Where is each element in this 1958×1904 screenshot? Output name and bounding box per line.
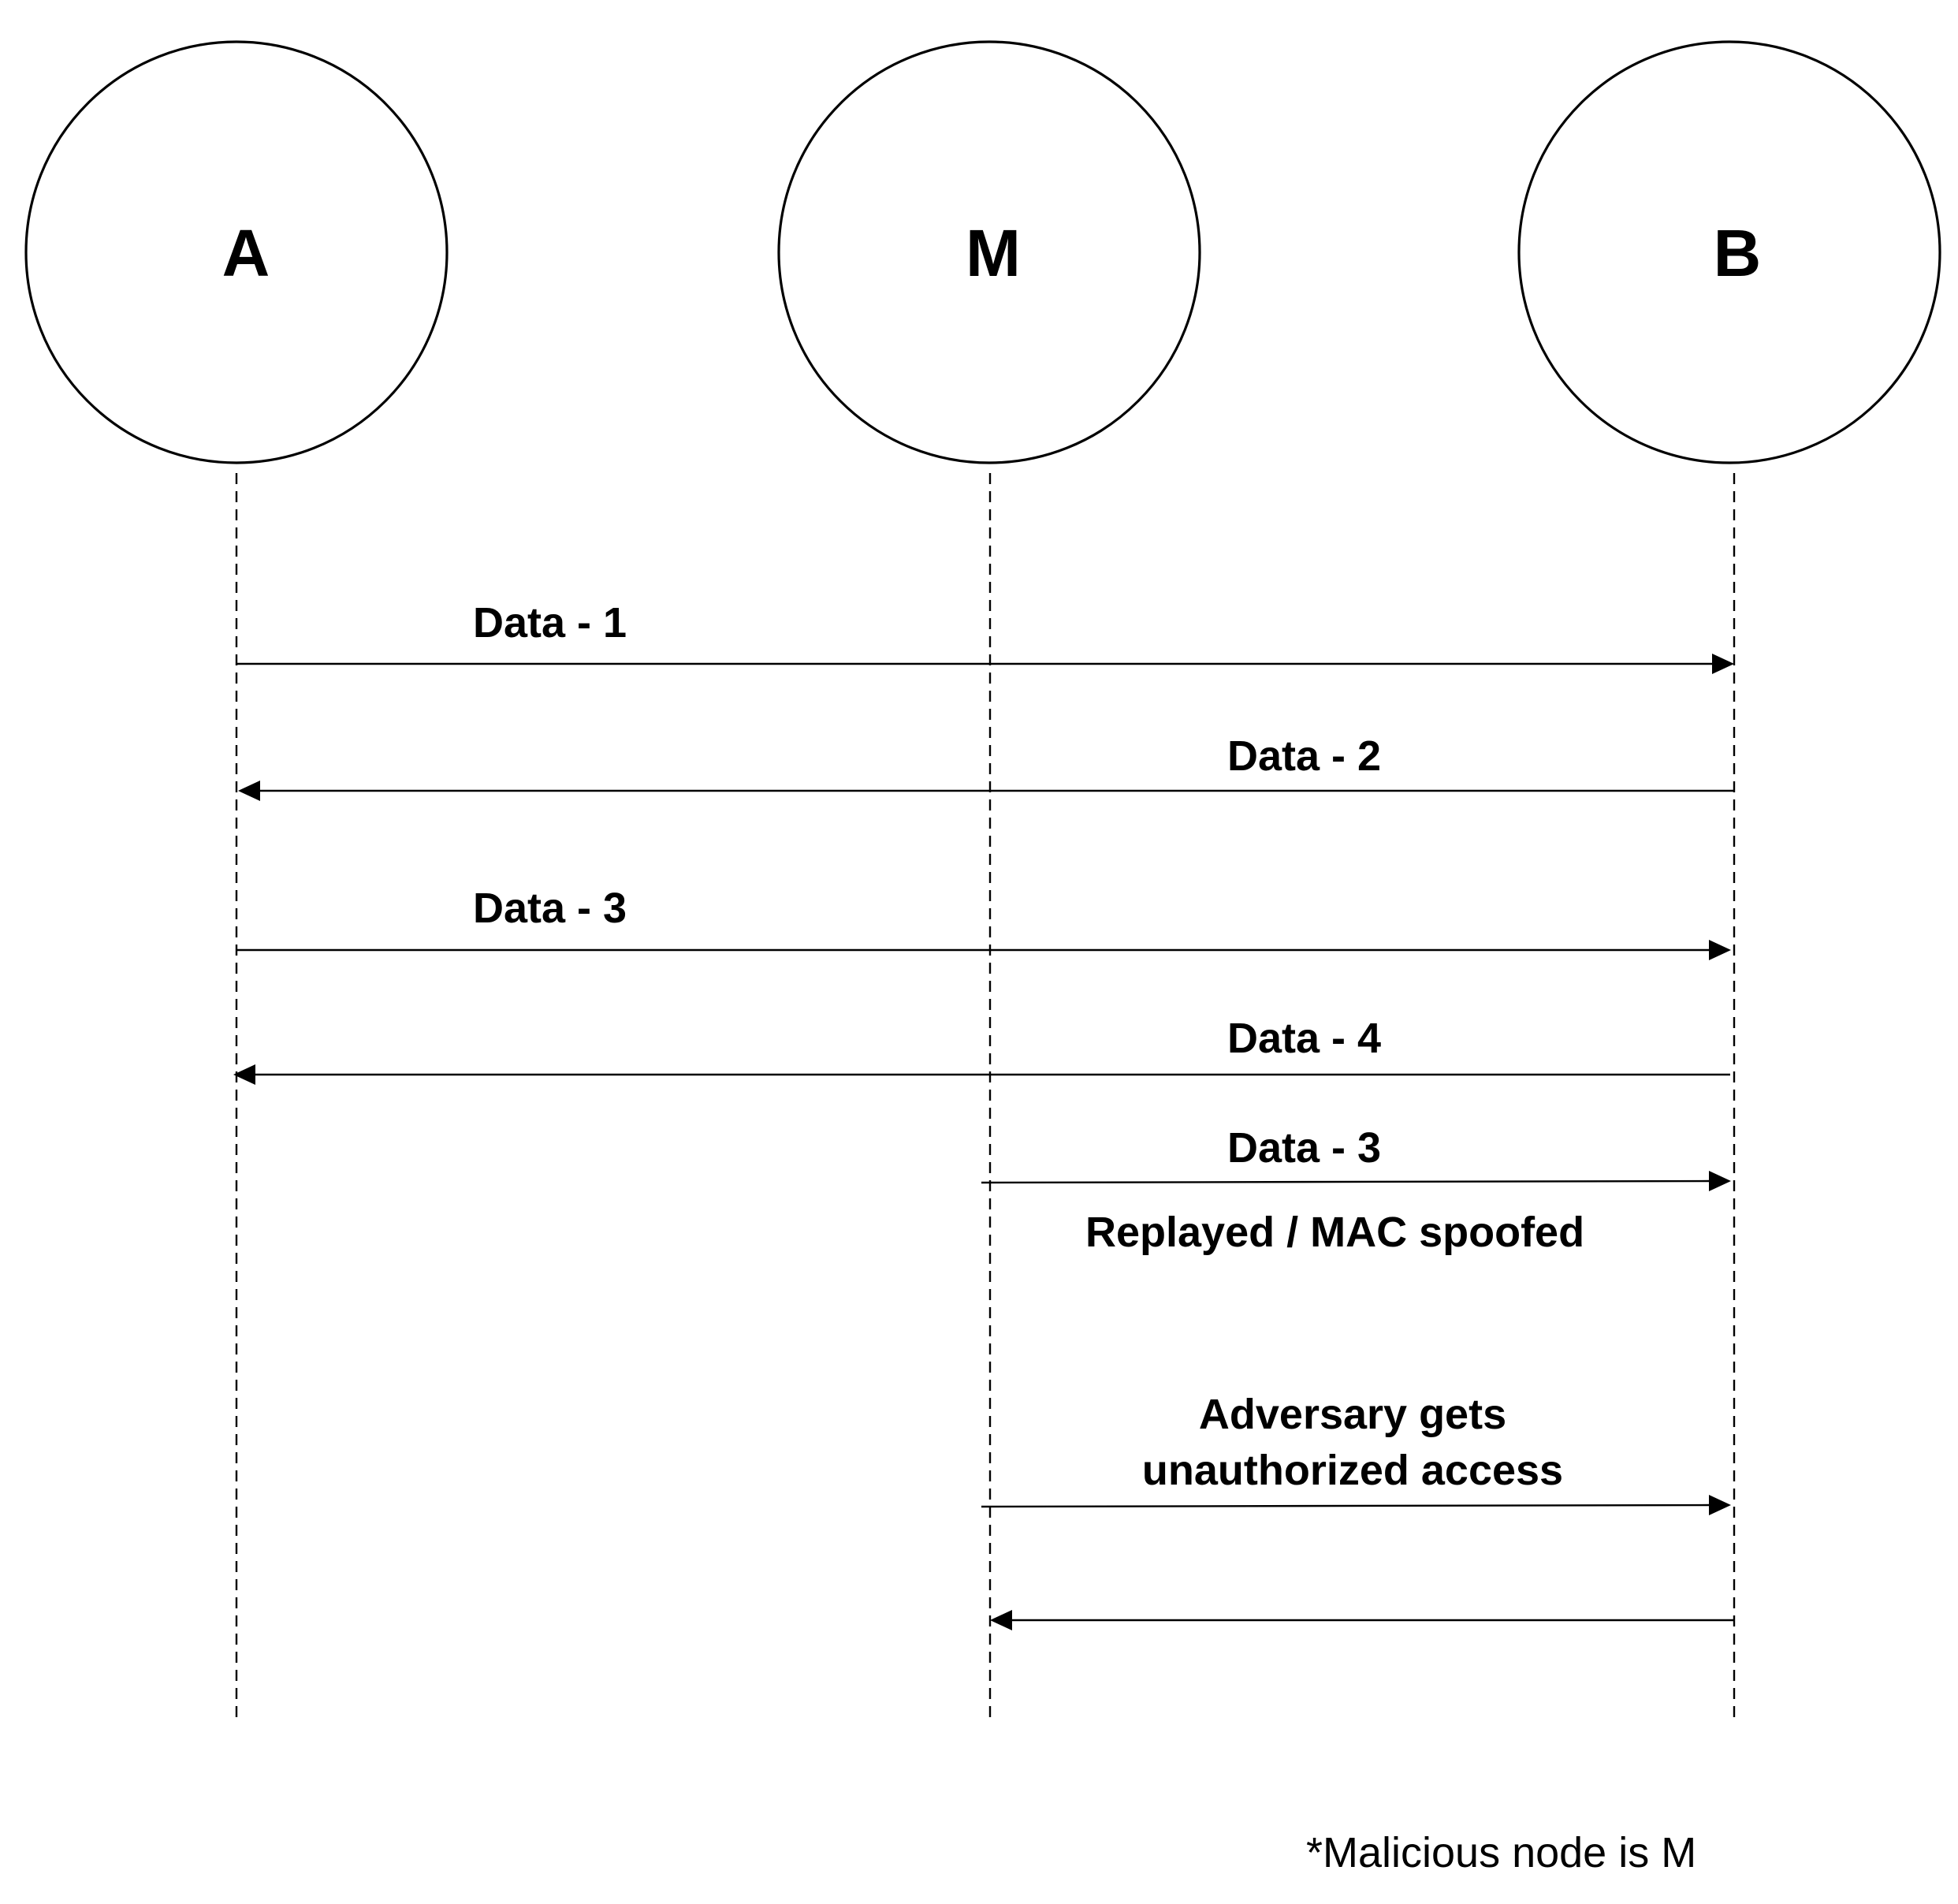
message-data-2: Data - 2 [238, 732, 1734, 801]
arrowhead-left-icon [233, 1064, 255, 1085]
message-data-4: Data - 4 [233, 1015, 1730, 1085]
node-m-circle [777, 40, 1201, 464]
node-m: M [777, 40, 1201, 464]
arrowhead-right-icon [1712, 654, 1734, 674]
node-b: B [1517, 40, 1941, 464]
arrowhead-right-icon [1709, 1171, 1731, 1191]
message-replayed-label: Data - 3 [1227, 1124, 1381, 1172]
message-data-1-label: Data - 1 [473, 599, 627, 646]
arrowhead-right-icon [1709, 940, 1731, 960]
message-unauthorized-access: Adversary gets unauthorized access [981, 1391, 1731, 1515]
message-replayed-note: Replayed / MAC spoofed [1085, 1209, 1584, 1256]
arrowhead-left-icon [238, 781, 260, 801]
message-unauthorized-label-line-1: Adversary gets [1199, 1391, 1506, 1438]
node-b-circle [1517, 40, 1941, 464]
message-unauthorized-line [981, 1503, 1711, 1508]
message-data-3-label: Data - 3 [473, 885, 627, 932]
message-data-1: Data - 1 [236, 599, 1734, 674]
node-a-label: A [222, 216, 270, 290]
node-a: A [24, 40, 449, 464]
message-replayed-data-3: Data - 3 Replayed / MAC spoofed [981, 1124, 1731, 1256]
footnote: *Malicious node is M [1306, 1829, 1696, 1876]
arrowhead-left-icon [990, 1610, 1012, 1630]
message-data-2-label: Data - 2 [1227, 732, 1381, 780]
message-response-to-m [990, 1610, 1734, 1630]
node-m-label: M [966, 216, 1021, 290]
node-a-circle [24, 40, 449, 464]
message-unauthorized-label-line-2: unauthorized access [1142, 1447, 1563, 1494]
arrowhead-right-icon [1709, 1495, 1731, 1515]
message-replayed-line [981, 1179, 1711, 1184]
message-data-3: Data - 3 [236, 885, 1731, 960]
node-b-label: B [1714, 216, 1762, 290]
message-data-4-label: Data - 4 [1227, 1015, 1381, 1062]
